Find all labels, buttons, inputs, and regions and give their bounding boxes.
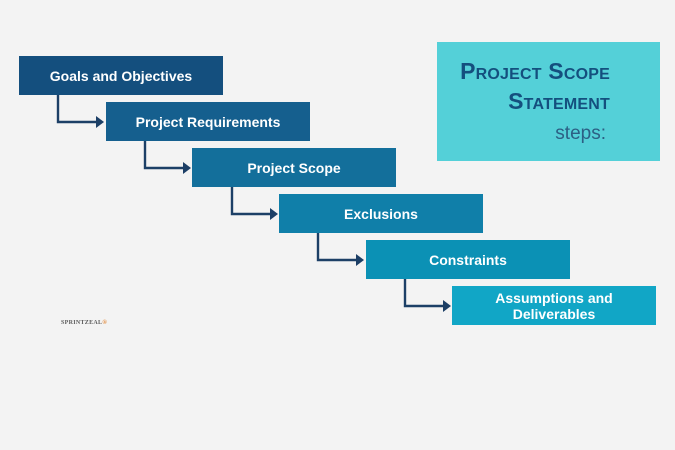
step-project-scope: Project Scope	[192, 148, 396, 187]
arrow-head	[356, 254, 364, 266]
title-line-2: Statement	[508, 88, 610, 114]
connector-arrow	[143, 141, 183, 170]
step-project-requirements: Project Requirements	[106, 102, 310, 141]
step-exclusions: Exclusions	[279, 194, 483, 233]
title-line-1: Project Scope	[460, 58, 610, 84]
step-label: Assumptions and Deliverables	[495, 289, 613, 322]
step-label: Exclusions	[344, 205, 418, 222]
logo-text: SPRINTZEAL	[61, 320, 103, 326]
sprintzeal-logo: SPRINTZEAL®	[61, 320, 107, 326]
step-label: Project Scope	[247, 159, 341, 176]
step-constraints: Constraints	[366, 240, 570, 279]
arrow-head	[96, 116, 104, 128]
step-label: Constraints	[429, 251, 507, 268]
title-box: Project Scope Statement steps:	[437, 42, 660, 161]
step-label: Goals and Objectives	[49, 67, 193, 84]
step-assumptions-and-deliverables: Assumptions and Deliverables	[452, 286, 656, 325]
connector-arrow	[316, 233, 356, 262]
connector-arrow	[403, 279, 443, 308]
logo-accent: ®	[102, 320, 108, 326]
arrow-head	[443, 300, 451, 312]
arrow-head	[183, 162, 191, 174]
step-goals-and-objectives: Goals and Objectives	[19, 56, 223, 95]
connector-arrow	[56, 95, 96, 124]
title-subtitle: steps:	[555, 123, 606, 144]
arrow-head	[270, 208, 278, 220]
connector-arrow	[230, 187, 270, 216]
step-label: Project Requirements	[135, 113, 281, 130]
